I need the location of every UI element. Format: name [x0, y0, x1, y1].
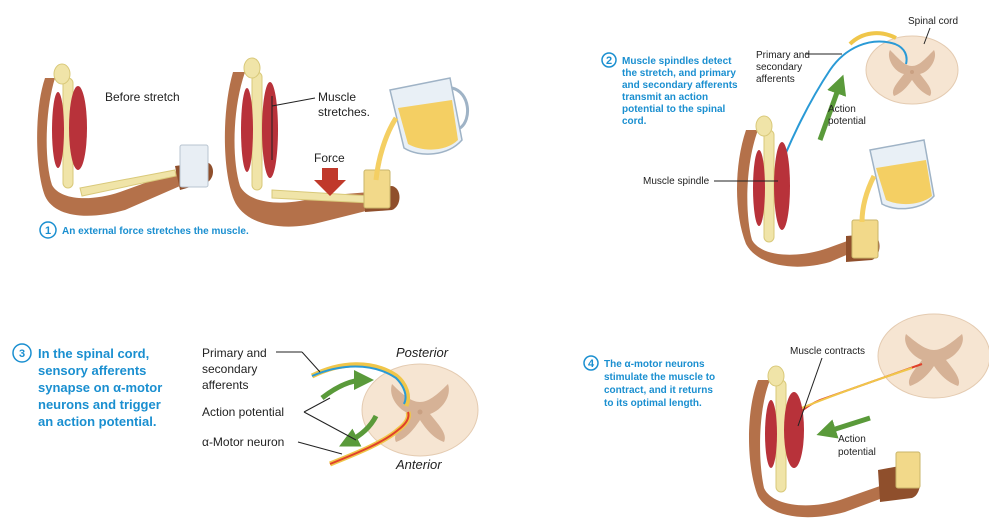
force-arrow-icon — [314, 168, 346, 196]
dorsal-root-ganglion — [848, 31, 897, 46]
step-2-number: 2 — [606, 55, 612, 67]
step-1-number: 1 — [45, 225, 51, 237]
label-before-stretch: Before stretch — [105, 90, 180, 104]
step-4-text-line: contract, and it returns — [604, 385, 713, 396]
label-anterior: Anterior — [395, 457, 442, 472]
afferent-fiber — [311, 365, 407, 405]
step-4-number: 4 — [588, 358, 595, 370]
leader-alpha-motor — [297, 441, 343, 455]
label-secondary: secondary — [202, 362, 257, 376]
label-posterior: Posterior — [396, 345, 449, 360]
label-secondary: secondary — [756, 62, 802, 73]
motor-fiber — [329, 411, 410, 465]
label-muscle: Muscle — [318, 90, 356, 104]
label-alpha-motor-neuron: α-Motor neuron — [202, 435, 284, 449]
step-4-text-line: The α-motor neurons — [604, 359, 705, 370]
step-3-text-line: sensory afferents — [38, 363, 146, 378]
label-primary: Primary and — [202, 346, 267, 360]
label-primary: Primary and — [756, 50, 810, 61]
nerve-sheath — [791, 367, 913, 413]
panel-2: 2 Muscle spindles detect the stretch, an… — [601, 16, 959, 267]
action-potential-arrow-in-icon — [320, 370, 374, 400]
step-2-text-line: the stretch, and primary — [622, 68, 736, 79]
arm-panel-4 — [749, 365, 921, 518]
label-muscle-contracts: Muscle contracts — [790, 346, 865, 357]
step-2-text-line: potential to the spinal — [622, 104, 726, 115]
panel-1: Before stretch Muscle stretches. Force 1 — [37, 57, 469, 239]
leader-ap-2 — [303, 411, 357, 441]
spinal-cord-section-4 — [877, 313, 989, 399]
leader-muscle-contracts — [797, 357, 823, 427]
step-2-text-line: transmit an action — [622, 92, 708, 103]
label-action: Action — [828, 104, 856, 115]
label-afferents: afferents — [202, 378, 248, 392]
label-muscle-spindle: Muscle spindle — [643, 176, 710, 187]
step-4-badge — [583, 355, 599, 371]
step-3-text-line: synapse on α-motor — [38, 380, 162, 395]
step-3-text-line: neurons and trigger — [38, 397, 161, 412]
step-2-text-line: and secondary afferents — [622, 80, 738, 91]
label-afferents: afferents — [756, 74, 795, 85]
arm-stretched — [224, 57, 400, 227]
pitcher — [373, 77, 469, 181]
step-2-badge — [601, 52, 617, 68]
arm-panel-2 — [737, 115, 935, 267]
label-action-potential: Action potential — [202, 405, 284, 419]
step-3-text-line: In the spinal cord, — [38, 346, 149, 361]
dorsal-root — [310, 362, 411, 407]
afferent-nerve — [774, 40, 908, 181]
leader-ap-1 — [303, 397, 331, 413]
step-3-number: 3 — [19, 348, 25, 360]
step-2-text-line: Muscle spindles detect — [622, 56, 732, 67]
panel-4: 4 The α-motor neurons stimulate the musc… — [583, 313, 989, 518]
step-1-text: An external force stretches the muscle. — [62, 226, 249, 237]
step-3-badge — [12, 343, 32, 363]
leader-spinal-cord — [923, 27, 931, 45]
step-2-text-line: cord. — [622, 116, 647, 127]
label-spinal-cord: Spinal cord — [908, 16, 958, 27]
leader-afferents-2 — [301, 351, 321, 373]
step-4-text-line: stimulate the muscle to — [604, 372, 715, 383]
label-potential: potential — [828, 116, 866, 127]
label-action: Action — [838, 434, 866, 445]
label-force: Force — [314, 151, 345, 165]
arm-before-stretch — [37, 63, 214, 216]
step-4-text-line: to its optimal length. — [604, 398, 702, 409]
label-stretches: stretches. — [318, 105, 370, 119]
action-potential-arrow-out-icon — [339, 414, 379, 447]
action-potential-arrow-icon — [816, 415, 871, 439]
label-potential: potential — [838, 447, 876, 458]
panel-3: 3 In the spinal cord, sensory afferents … — [12, 343, 479, 472]
spinal-cord-section — [865, 35, 959, 105]
step-1-badge — [39, 221, 57, 239]
leader-muscle — [271, 97, 316, 107]
step-3-text-line: an action potential. — [38, 414, 156, 429]
action-potential-arrow-icon — [817, 74, 847, 141]
